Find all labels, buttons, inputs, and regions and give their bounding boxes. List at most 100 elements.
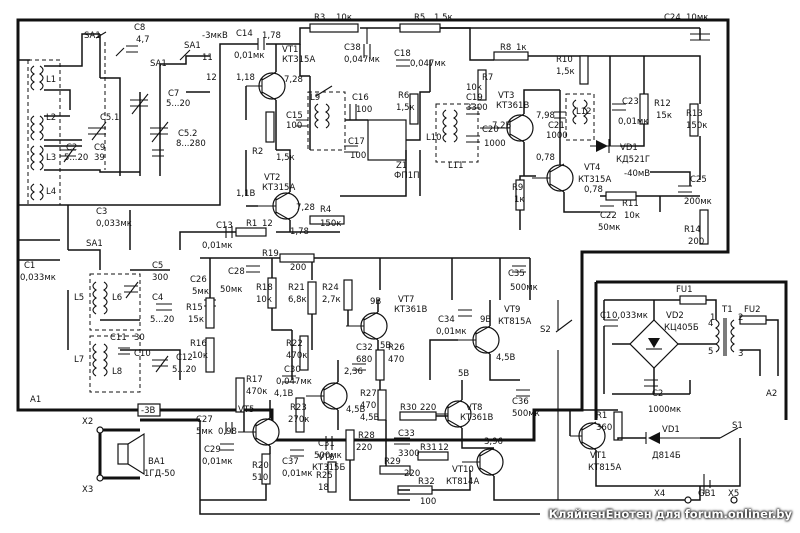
- label-c33: C33: [398, 429, 415, 439]
- label-c5v: 300: [152, 273, 168, 283]
- label-c1b: C1: [600, 311, 611, 321]
- label-vt2t: КТ315А: [262, 183, 295, 193]
- label-r32: R32: [418, 477, 435, 487]
- l10-l11-coils: [435, 103, 479, 163]
- label-r1v: 12: [262, 219, 273, 229]
- jack-x3: [96, 474, 104, 482]
- vd1-diode: [590, 139, 620, 153]
- c29-cap: [220, 443, 234, 451]
- r3-resistor: [309, 23, 359, 33]
- c25-cap: [678, 185, 692, 193]
- label-l3: L3: [46, 153, 56, 163]
- c33-cap: [394, 437, 410, 445]
- watermark: КляйненЕнотен для forum.onliner.by: [548, 507, 792, 521]
- label-r11v: 10к: [624, 211, 640, 221]
- r5-resistor: [399, 23, 441, 33]
- label-fu1: FU1: [676, 285, 693, 295]
- label-c29v: 0,01мк: [202, 457, 232, 467]
- label-c20: C20: [482, 125, 499, 135]
- label-r17v: 470к: [246, 387, 267, 397]
- r29-resistor: [379, 465, 411, 475]
- jack-x2: [96, 426, 104, 434]
- label-v118: 1,18: [236, 73, 255, 83]
- speaker-lead: [98, 418, 200, 480]
- label-n3: 3: [738, 349, 743, 359]
- label-c34v: 0,01мк: [436, 327, 466, 337]
- label-c31: C31: [318, 439, 335, 449]
- label-r24: R24: [322, 283, 339, 293]
- minus40-tap: [650, 171, 691, 186]
- tuning-caps: [60, 45, 169, 163]
- label-x5: X5: [728, 489, 739, 499]
- label-r12v: 15к: [656, 111, 672, 121]
- label-c13: C13: [216, 221, 233, 231]
- battery-wiring: [199, 486, 701, 515]
- label-c1: C1: [24, 261, 35, 271]
- c24-cap: [690, 33, 710, 41]
- label-c2bv: 1000мк: [648, 405, 681, 415]
- label-v45c: 4,5В: [360, 413, 380, 423]
- label-vt10: VT10: [452, 465, 474, 475]
- r9-resistor: [515, 179, 525, 211]
- r6-resistor: [409, 93, 419, 125]
- label-r24v: 2,7к: [322, 295, 341, 305]
- label-x3: X3: [82, 485, 93, 495]
- label-r15: R15: [186, 303, 203, 313]
- c28-cap: [246, 265, 260, 273]
- label-c9v: 39: [94, 153, 105, 163]
- label-n11: 11: [202, 53, 213, 63]
- label-r19: R19: [262, 249, 279, 259]
- label-v236: 2,36: [344, 367, 363, 377]
- label-r3: R3: [314, 13, 325, 23]
- vt4-transistor: [532, 163, 574, 193]
- label-r5v: 1,5к: [434, 13, 453, 23]
- label-vt7: VT7: [398, 295, 414, 305]
- label-r15v: 15к: [188, 315, 204, 325]
- r19-resistor: [279, 253, 315, 263]
- filter-wiring: [340, 60, 431, 197]
- r7-resistor: [477, 69, 487, 101]
- vt6-transistor: [306, 381, 348, 411]
- label-l1: L1: [46, 75, 56, 85]
- label-r27v: 470: [360, 401, 376, 411]
- label-c2b: C2: [652, 389, 663, 399]
- label-c36v: 500мк: [512, 409, 540, 419]
- label-r7v: 10к: [466, 83, 482, 93]
- c30-cap: [282, 375, 296, 383]
- r13-resistor: [689, 103, 699, 137]
- label-c17: C17: [348, 137, 365, 147]
- r30-resistor: [399, 411, 437, 421]
- agc-wiring: [559, 55, 701, 180]
- c31-cap: [325, 436, 333, 450]
- label-c33v: 3300: [398, 449, 420, 459]
- label-vt1t: КТ315А: [282, 55, 315, 65]
- label-r2v: 1,5к: [276, 153, 295, 163]
- r11-resistor: [605, 191, 637, 201]
- label-r3v: 10к: [336, 13, 352, 23]
- label-c26: C26: [190, 275, 207, 285]
- label-r5: R5: [414, 13, 425, 23]
- label-n1: 1: [710, 313, 715, 323]
- r22-resistor: [299, 335, 309, 371]
- label-c26v: 5мк: [192, 287, 209, 297]
- label-r21: R21: [288, 283, 305, 293]
- label-c1v: 0,033мк: [20, 273, 56, 283]
- switch-s2: [555, 300, 573, 500]
- z1-filter: [367, 119, 407, 161]
- label-l8: L8: [112, 367, 122, 377]
- label-c15: C15: [286, 111, 303, 121]
- label-r23: R23: [290, 403, 307, 413]
- label-r26v: 470: [388, 355, 404, 365]
- label-r10: R10: [556, 55, 573, 65]
- speaker-ba1: [117, 443, 129, 465]
- vt1-transistor: [246, 71, 286, 101]
- label-sa1-c: SA1: [150, 59, 167, 69]
- label-r30v: 220: [420, 403, 436, 413]
- rf-wire-b: [99, 34, 210, 176]
- label-gb1: GB1: [698, 489, 716, 499]
- label-z1: Z1: [396, 161, 407, 171]
- label-c34: C34: [438, 315, 455, 325]
- label-c9: C9: [94, 143, 105, 153]
- c13-cap: [225, 226, 233, 238]
- label-r26: R26: [388, 343, 405, 353]
